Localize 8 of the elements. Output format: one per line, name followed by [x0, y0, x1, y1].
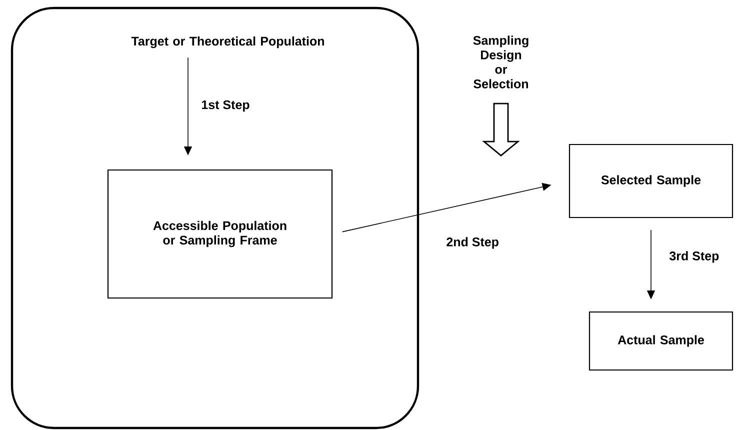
process-box: Accessible Population or Sampling Frame	[107, 169, 333, 299]
block-arrow	[482, 102, 520, 156]
annotation-text: Sampling Design or Selection	[473, 36, 528, 88]
process-box: Selected Sample	[568, 144, 734, 218]
edge-label: 2nd Step	[446, 237, 498, 249]
process-box: Actual Sample	[588, 311, 734, 371]
edge-label: 1st Step	[202, 100, 250, 112]
edge-label: 3rd Step	[669, 251, 719, 263]
